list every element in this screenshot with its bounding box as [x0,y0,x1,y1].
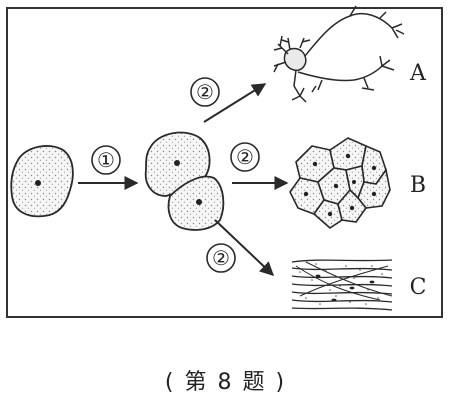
nerve-cell-a [273,5,405,103]
differentiation-arrow-a: ② [190,77,267,123]
division-step-label: ① [97,148,115,172]
epithelial-cells-b [289,137,391,230]
figure-caption: ( 第 8 题 ) [164,370,287,395]
division-arrow: ① [78,145,139,190]
muscle-stipple [299,263,383,305]
original-cell [10,145,74,218]
differentiation-step-label-a: ② [196,80,214,104]
differentiation-arrow-b: ② [230,142,289,190]
differentiation-step-label-c: ② [212,246,230,270]
differentiation-step-label-b: ② [236,145,254,169]
label-a: A [409,61,427,86]
muscle-nuclei [315,274,375,302]
diagram-frame [6,7,443,318]
label-c: C [410,275,427,300]
muscle-cells-c [291,259,393,311]
differentiation-arrow-c: ② [206,219,275,276]
label-b: B [410,173,426,198]
epithelial-nuclei [303,153,377,217]
daughter-cells [144,131,225,231]
